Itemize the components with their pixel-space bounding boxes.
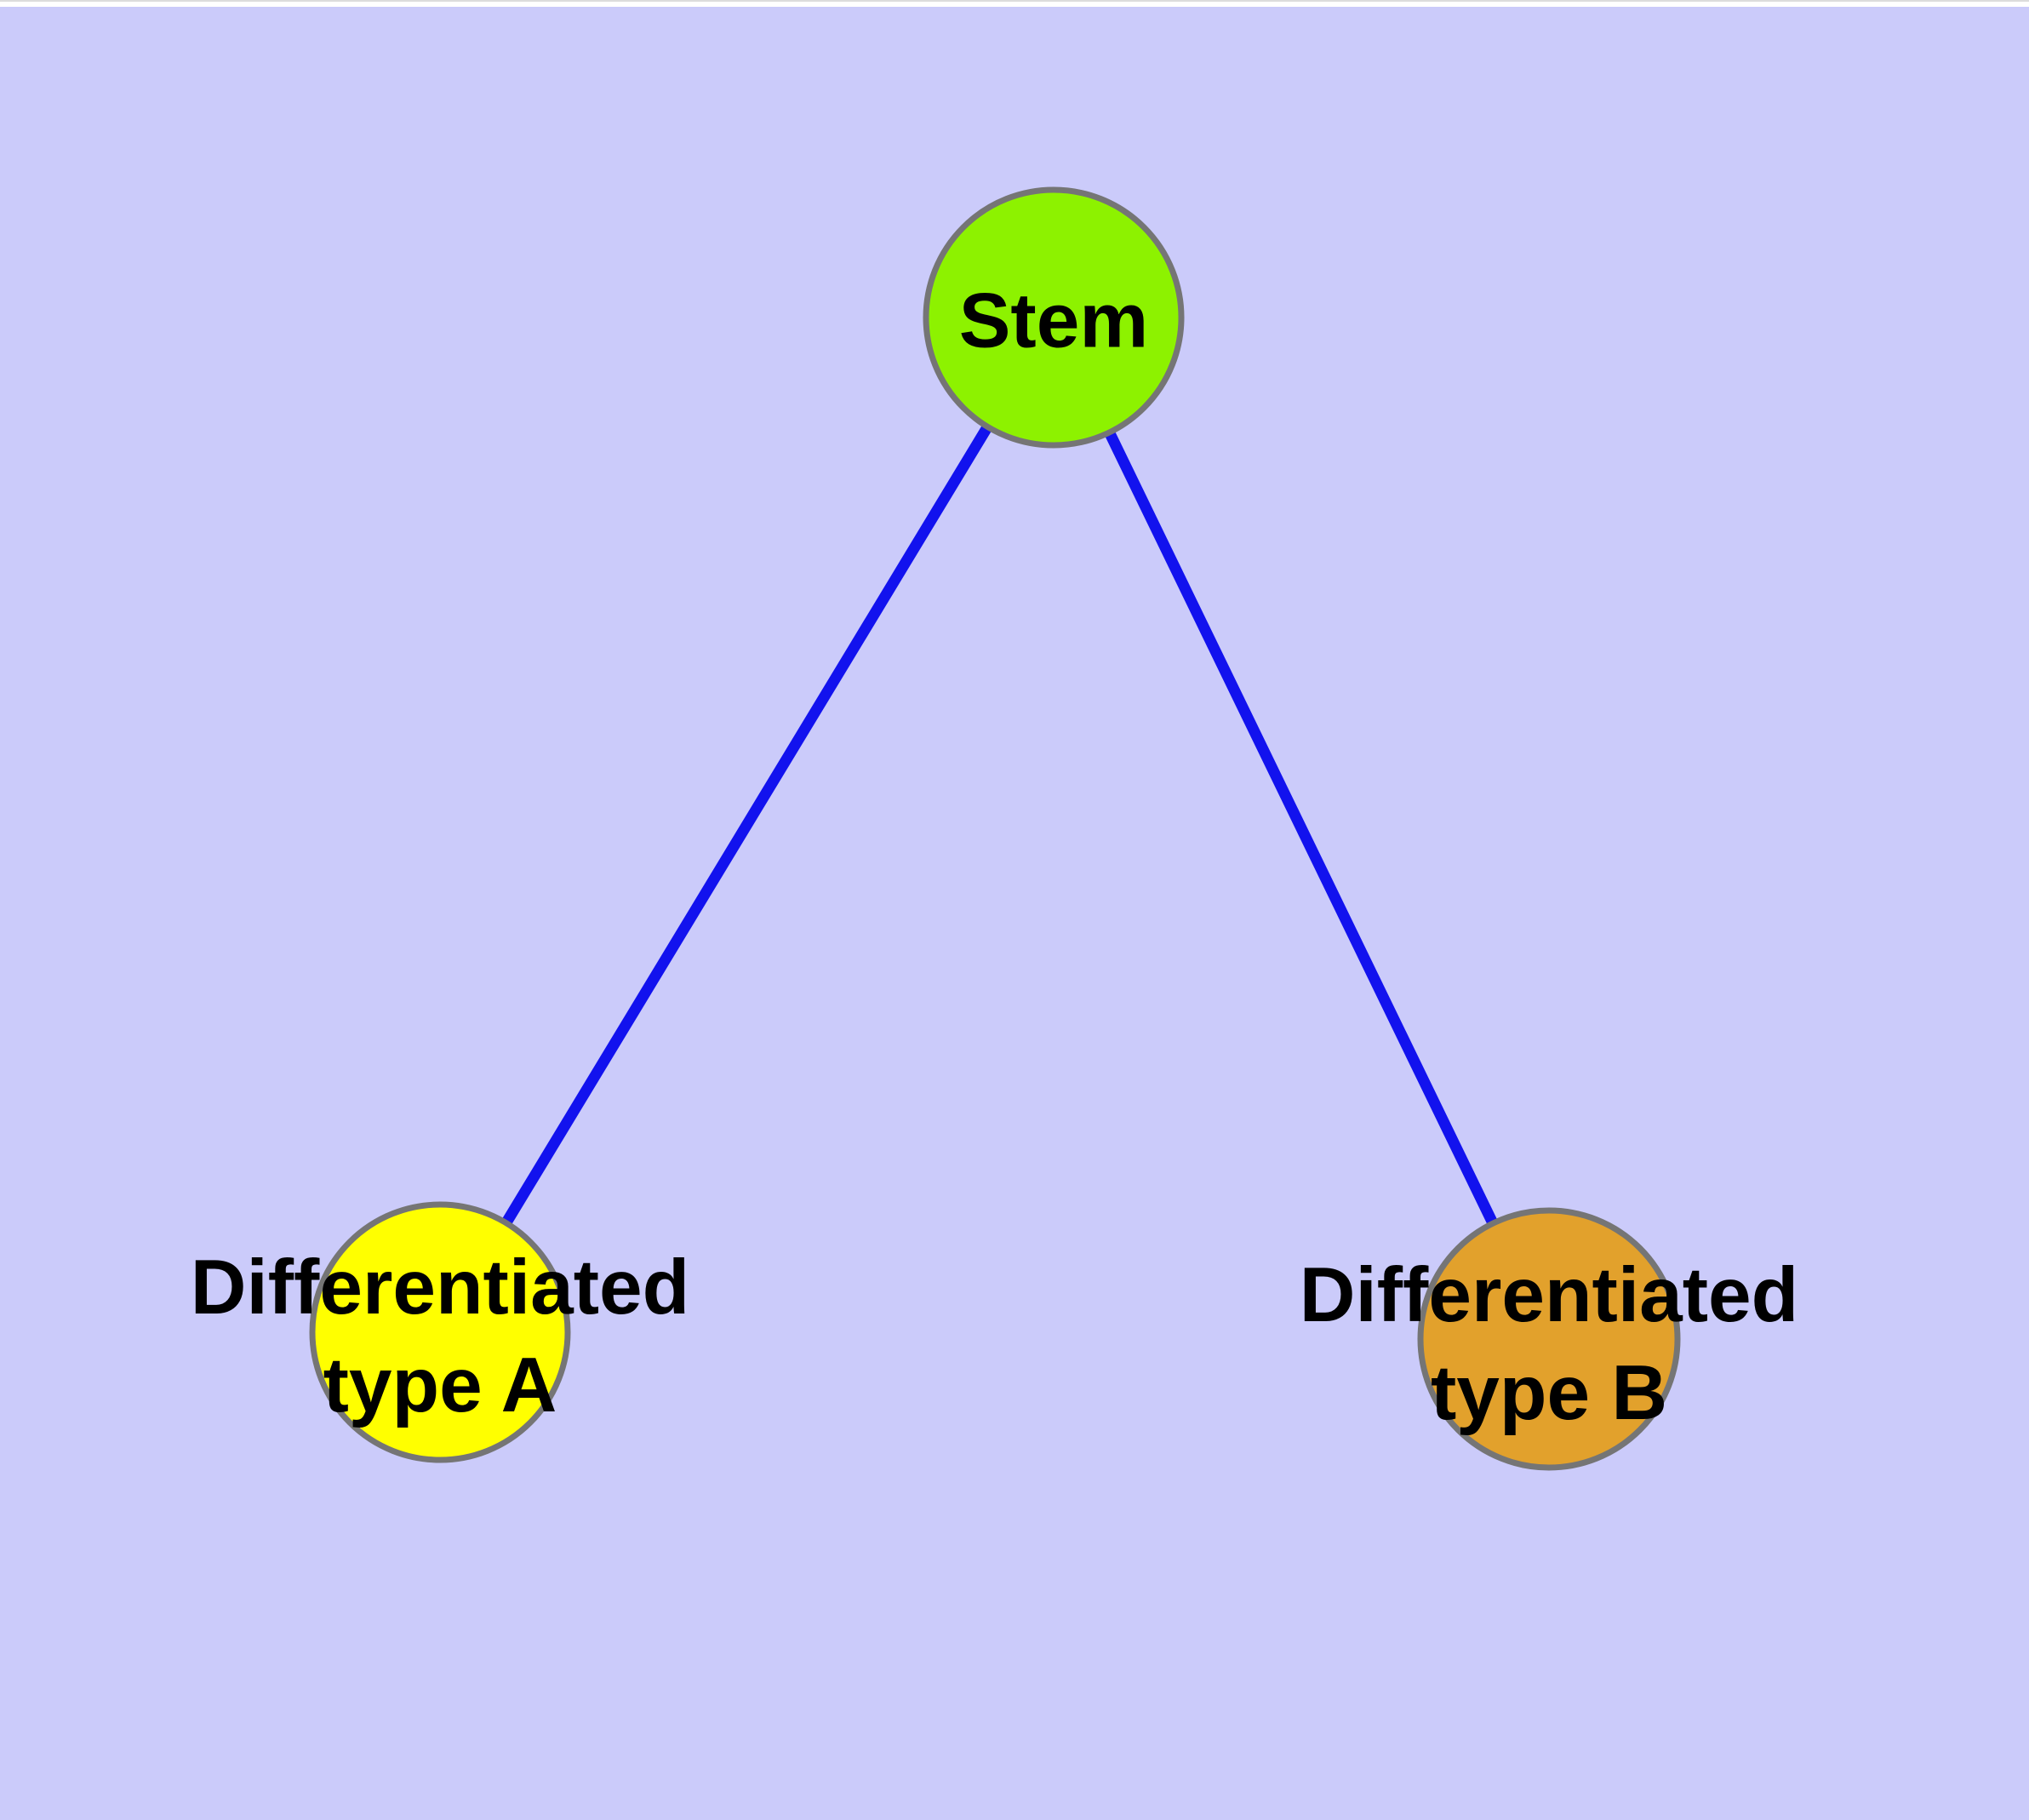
- node-type-b-label-line1: Differentiated: [1299, 1252, 1799, 1338]
- node-stem: [923, 186, 1185, 449]
- node-differentiated-type-a: [309, 1201, 571, 1463]
- node-type-b-label: Differentiated type B: [1300, 1246, 1799, 1442]
- edge-stem-to-type-b: [1048, 312, 1555, 1345]
- window-top-strip: [0, 0, 2029, 7]
- node-type-b-label-line2: type B: [1430, 1350, 1668, 1436]
- node-stem-label: Stem: [959, 272, 1149, 370]
- node-type-a-label: Differentiated type A: [191, 1239, 690, 1434]
- node-type-a-label-line2: type A: [323, 1342, 557, 1428]
- node-type-a-label-line1: Differentiated: [190, 1245, 690, 1331]
- node-differentiated-type-b: [1417, 1207, 1681, 1471]
- node-stem-label-line: Stem: [958, 278, 1149, 364]
- edge-stem-to-type-a: [434, 312, 1060, 1338]
